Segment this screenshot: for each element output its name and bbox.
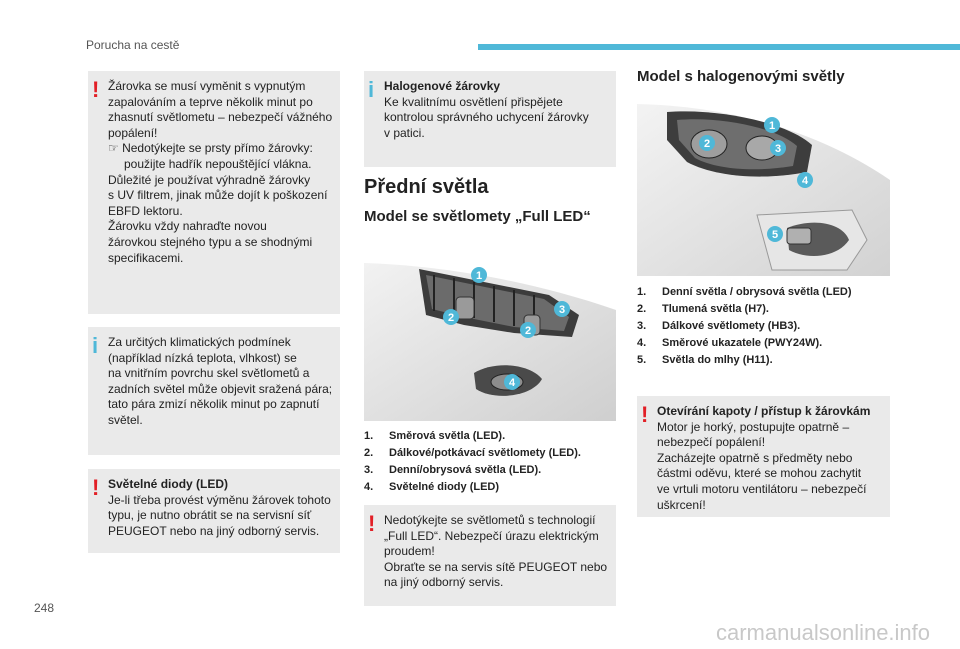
pointer-icon: ☞ [108, 141, 123, 156]
callout-4: 4 [802, 175, 809, 187]
warning-box-bonnet: ! Otevírání kapoty / přístup k žárovkám … [637, 396, 890, 517]
callout-5: 5 [772, 229, 778, 241]
warn2-line: typu, je nutno obrátit se na servisní sí… [108, 508, 312, 523]
warn2-title: Světelné diody (LED) [108, 477, 229, 491]
watermark-footer: carmanualsonline.info [716, 620, 931, 645]
callout-1: 1 [476, 270, 482, 282]
info1-line: na vnitřním povrchu skel světlometů a [108, 366, 310, 381]
warn1-line: Žárovku vždy nahraďte novou [108, 219, 267, 234]
callout-2: 2 [525, 325, 531, 337]
list-item: 3.Denní/obrysová světla (LED). [364, 464, 542, 476]
warn3-line: Nedotýkejte se světlometů s technologií [384, 513, 596, 527]
list-item: 2.Tlumená světla (H7). [637, 303, 769, 315]
warn4-title: Otevírání kapoty / přístup k žárovkám [657, 404, 871, 418]
warn4-line: nebezpečí popálení! [657, 435, 766, 450]
info1-line: tato pára zmizí několik minut po zapnutí [108, 397, 320, 412]
info-box-condensation: i Za určitých klimatických podmínek (nap… [88, 327, 340, 455]
warning-icon: ! [368, 511, 376, 536]
info1-line: zadních světel může objevit sražená pára… [108, 381, 333, 396]
warn1-line: specifikacemi. [108, 250, 184, 265]
warning-box-full-led: ! Nedotýkejte se světlometů s technologi… [364, 505, 616, 606]
callout-4: 4 [509, 377, 516, 389]
warning-icon: ! [92, 77, 100, 102]
halogen-headlamp-figure: 1 2 3 4 5 [637, 100, 890, 276]
info-icon: i [368, 77, 375, 102]
warn1-line: popálení! [108, 125, 158, 140]
list-item: 5.Světla do mlhy (H11). [637, 354, 773, 366]
warn2-line: Je-li třeba provést výměnu žárovek tohot… [108, 492, 331, 507]
full-led-legend: 1.Směrová světla (LED). 2.Dálkové/potkáv… [364, 430, 581, 498]
full-led-headlamp-figure: 1 2 2 3 4 [364, 255, 616, 421]
callout-3: 3 [775, 143, 781, 155]
info1-line: světel. [108, 412, 143, 427]
list-item: 1.Denní světla / obrysová světla (LED) [637, 286, 852, 298]
callout-3: 3 [559, 304, 565, 316]
section-header: Porucha na cestě [86, 38, 180, 52]
warn4-line: Motor je horký, postupujte opatrně – [657, 419, 850, 434]
subtitle-full-led: Model se světlomety „Full LED“ [364, 208, 591, 225]
warn1-line: Žárovka se musí vyměnit s vypnutým [108, 79, 306, 93]
warn3-line: proudem! [384, 544, 435, 559]
warn1-line: zhasnutí světlometu – nebezpečí vážného [108, 110, 333, 125]
warning-box-led: ! Světelné diody (LED) Je-li třeba prové… [88, 469, 340, 553]
warn2-line: PEUGEOT nebo na jiný odborný servis. [108, 523, 320, 538]
warn4-line: uškrcení! [657, 497, 706, 512]
callout-2: 2 [448, 312, 454, 324]
info2-line: kontrolou správného uchycení žárovky [384, 110, 589, 125]
list-item: 4.Světelné diody (LED) [364, 481, 500, 493]
warn3-line: na jiný odborný servis. [384, 575, 504, 590]
warn1-bullet-cont: použijte hadřík nepouštějící vlákna. [124, 156, 312, 171]
warn1-line: zapalováním a teprve několik minut po [108, 94, 313, 109]
warn4-line: částmi oděvu, které se mohou zachytit [657, 466, 862, 481]
warn1-line: s UV filtrem, jinak může dojít k poškoze… [108, 188, 328, 203]
callout-1: 1 [769, 120, 775, 132]
info2-line: v patici. [384, 125, 425, 140]
warn1-line: žárovkou stejného typu a se shodnými [108, 234, 313, 249]
page-number: 248 [34, 601, 55, 615]
info1-line: Za určitých klimatických podmínek [108, 335, 291, 349]
warn3-line: „Full LED“. Nebezpečí úrazu elektrickým [384, 528, 599, 543]
warning-icon: ! [92, 475, 100, 500]
list-item: 4.Směrové ukazatele (PWY24W). [637, 337, 823, 349]
warn4-line: ve vrtuli motoru ventilátoru – nebezpečí [657, 481, 867, 496]
warn1-line: EBFD lektoru. [108, 203, 183, 218]
list-item: 1.Směrová světla (LED). [364, 430, 506, 442]
list-item: 2.Dálkové/potkávací světlomety (LED). [364, 447, 581, 459]
header-accent-bar [478, 44, 960, 50]
warn1-bullet: ☞ Nedotýkejte se prsty přímo žárovky: [108, 141, 313, 156]
warning-icon: ! [641, 402, 649, 427]
list-item: 3.Dálkové světlomety (HB3). [637, 320, 801, 332]
info2-title: Halogenové žárovky [384, 79, 501, 93]
info-icon: i [92, 333, 99, 358]
warn1-line: Důležité je používat výhradně žárovky [108, 172, 311, 187]
halogen-legend: 1.Denní světla / obrysová světla (LED) 2… [637, 286, 852, 371]
warn3-line: Obraťte se na servis sítě PEUGEOT nebo [384, 559, 608, 574]
warn4-line: Zacházejte opatrně s předměty nebo [657, 450, 853, 465]
warning-box-bulb: ! Žárovka se musí vyměnit s vypnutým zap… [88, 71, 340, 314]
section-title: Přední světla [364, 176, 489, 198]
info2-line: Ke kvalitnímu osvětlení přispějete [384, 94, 563, 109]
info-box-halogen: i Halogenové žárovky Ke kvalitnímu osvět… [364, 71, 616, 167]
info1-line: (například nízká teplota, vlhkost) se [108, 350, 297, 365]
callout-2: 2 [704, 138, 710, 150]
subtitle-halogen: Model s halogenovými světly [637, 68, 845, 85]
